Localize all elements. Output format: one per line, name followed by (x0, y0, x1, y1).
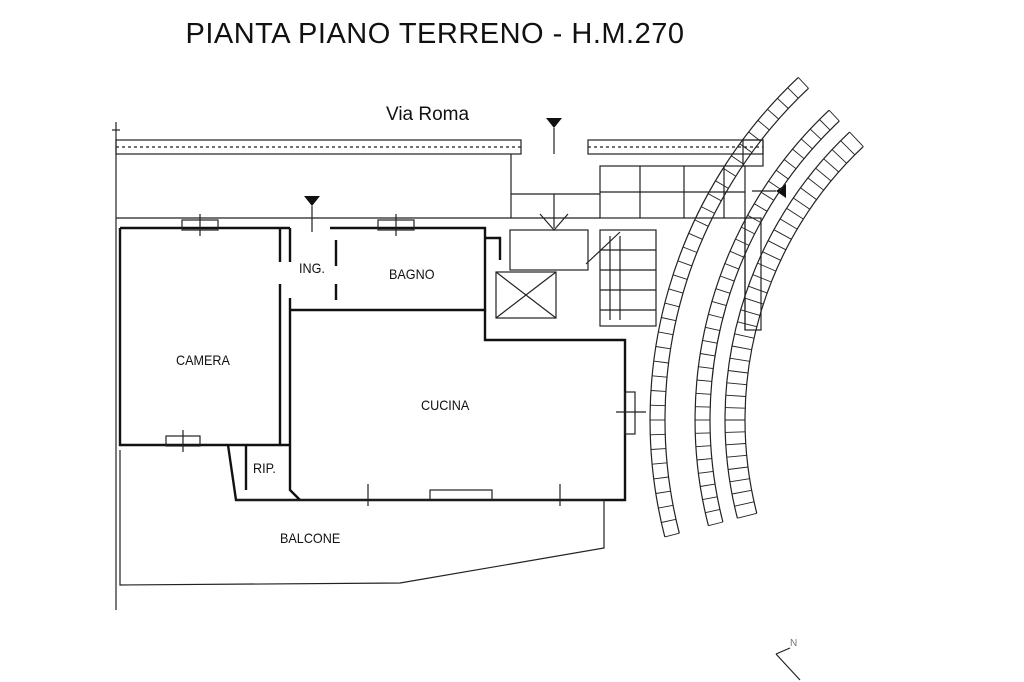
entrance-marker-east (752, 184, 786, 198)
room-label-cucina: CUCINA (421, 397, 470, 413)
plan-title: PIANTA PIANO TERRENO - H.M.270 (185, 18, 685, 50)
room-label-balcone: BALCONE (280, 530, 341, 546)
room-label-camera: CAMERA (176, 352, 230, 368)
room-label-ingresso: ING. (299, 260, 325, 276)
entrance-marker-street (546, 118, 562, 154)
room-label-bagno: BAGNO (389, 266, 435, 282)
windows (165, 214, 646, 506)
street-label: Via Roma (386, 104, 470, 125)
paved-area (599, 165, 762, 331)
stair-core (495, 229, 657, 327)
entrance-marker-apartment (304, 196, 320, 232)
room-label-ripostiglio: RIP. (253, 460, 276, 476)
balcone-outline (119, 450, 605, 586)
entry-arrow (539, 194, 569, 231)
street-wall (115, 139, 764, 167)
north-label: N (790, 638, 798, 649)
north-arrow-icon (775, 647, 801, 681)
curved-staircase (649, 76, 864, 538)
